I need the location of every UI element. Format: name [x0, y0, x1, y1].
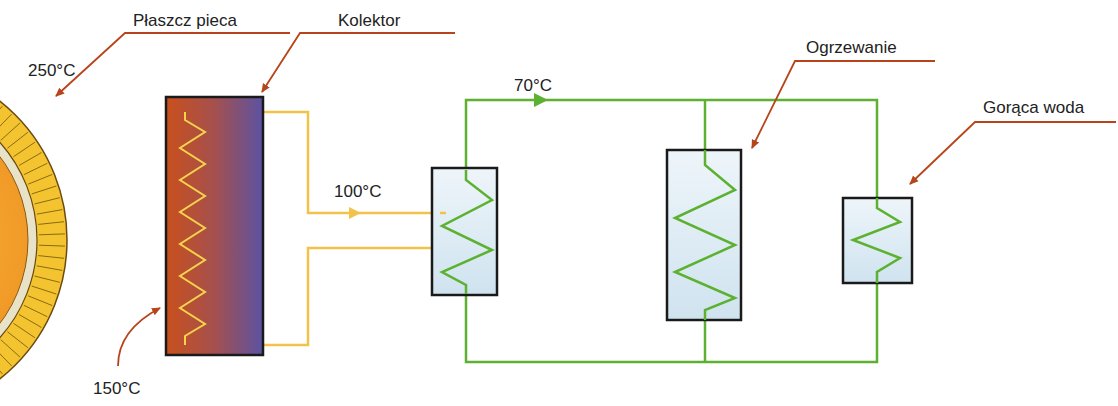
jacket-tick: [24, 163, 47, 174]
part-name: Ogrzewanie: [806, 39, 897, 58]
jacket-tick: [14, 323, 36, 338]
jacket-tick: [28, 296, 52, 306]
part-name: Gorąca woda: [983, 99, 1084, 118]
jacket-tick: [0, 106, 2, 126]
jacket-tick: [7, 332, 27, 348]
jacket-tick: [37, 266, 63, 271]
jacket-tick: [39, 233, 65, 235]
heating-box: [667, 150, 741, 320]
furnace-jacket: [0, 63, 67, 406]
part-name: Płaszcz pieca: [133, 12, 237, 31]
jacket-tick: [38, 256, 64, 259]
collector-box: [166, 97, 263, 355]
jacket-tick: [0, 114, 12, 133]
jacket-tick: [35, 276, 60, 282]
temperature-label: 100°C: [334, 183, 381, 202]
jacket-tick: [14, 142, 36, 157]
furnace: [0, 63, 67, 406]
jacket-tick: [7, 132, 27, 148]
jacket-tick: [24, 305, 47, 316]
jacket-tick: [37, 210, 63, 215]
temperature-label: 70°C: [514, 77, 552, 96]
temperature-label: 150°C: [93, 380, 140, 399]
hot-water-box: [843, 198, 912, 283]
heating-coil: [675, 150, 735, 320]
jacket-tick: [19, 153, 42, 166]
heating-circuit: [466, 100, 877, 362]
jacket-tick: [28, 174, 52, 184]
flow-arrow: [534, 93, 548, 107]
hot-water-coil: [853, 198, 900, 283]
jacket-tick: [35, 198, 60, 204]
pipe-end: [440, 212, 446, 215]
furnace-insulation: [0, 93, 37, 387]
exchanger-coil: [442, 170, 492, 294]
jacket-tick: [1, 340, 20, 357]
furnace-core: [0, 102, 28, 378]
jacket-tick: [0, 347, 12, 366]
leader-lines: [56, 33, 1116, 366]
jacket-tick: [19, 315, 42, 328]
flow-arrow: [349, 207, 361, 219]
jacket-tick: [39, 245, 65, 247]
jacket-tick: [1, 123, 20, 140]
heat-exchanger: [432, 168, 497, 295]
jacket-tick: [0, 354, 2, 374]
temperature-label: 250°C: [28, 62, 75, 81]
collector-coil: [180, 112, 205, 345]
jacket-tick: [32, 186, 57, 194]
jacket-tick: [32, 286, 57, 294]
part-name: Kolektor: [338, 12, 400, 31]
jacket-tick: [38, 222, 64, 225]
